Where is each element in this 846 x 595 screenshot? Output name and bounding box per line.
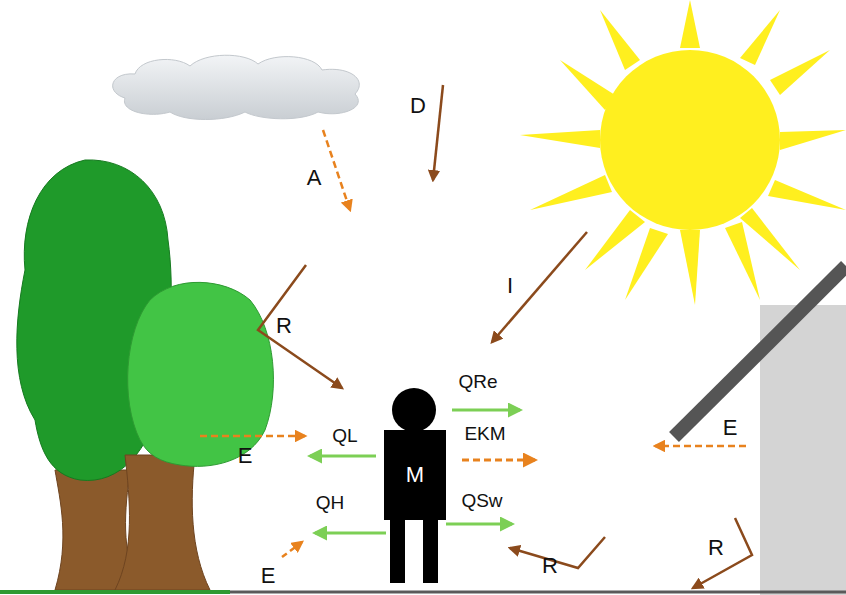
radiation-symbol: R [708, 537, 724, 559]
radiation-symbol: R [276, 315, 292, 337]
person-body: M [384, 430, 446, 520]
node-text: M [406, 464, 424, 486]
sun [520, 0, 846, 305]
flux-symbol: EKM [464, 424, 505, 443]
cloud [113, 55, 360, 119]
radiation-arrows [200, 85, 752, 588]
flux-symbol: QL [332, 426, 357, 445]
house [674, 266, 846, 595]
radiation-symbol: A [307, 167, 322, 189]
radiation-symbol: E [261, 565, 276, 587]
radiation-symbol: D [410, 95, 426, 117]
flux-symbol: QH [316, 493, 345, 512]
trees [17, 160, 274, 590]
flux-arrows [310, 410, 535, 533]
radiation-symbol: R [542, 555, 558, 577]
ground-line [230, 591, 846, 594]
radiation-symbol: E [723, 417, 738, 439]
flux-symbol: QSw [461, 491, 502, 510]
flux-symbol: QRe [458, 372, 497, 391]
grass-line [0, 590, 230, 594]
radiation-symbol: E [238, 445, 253, 467]
radiation-symbol: I [507, 275, 513, 297]
